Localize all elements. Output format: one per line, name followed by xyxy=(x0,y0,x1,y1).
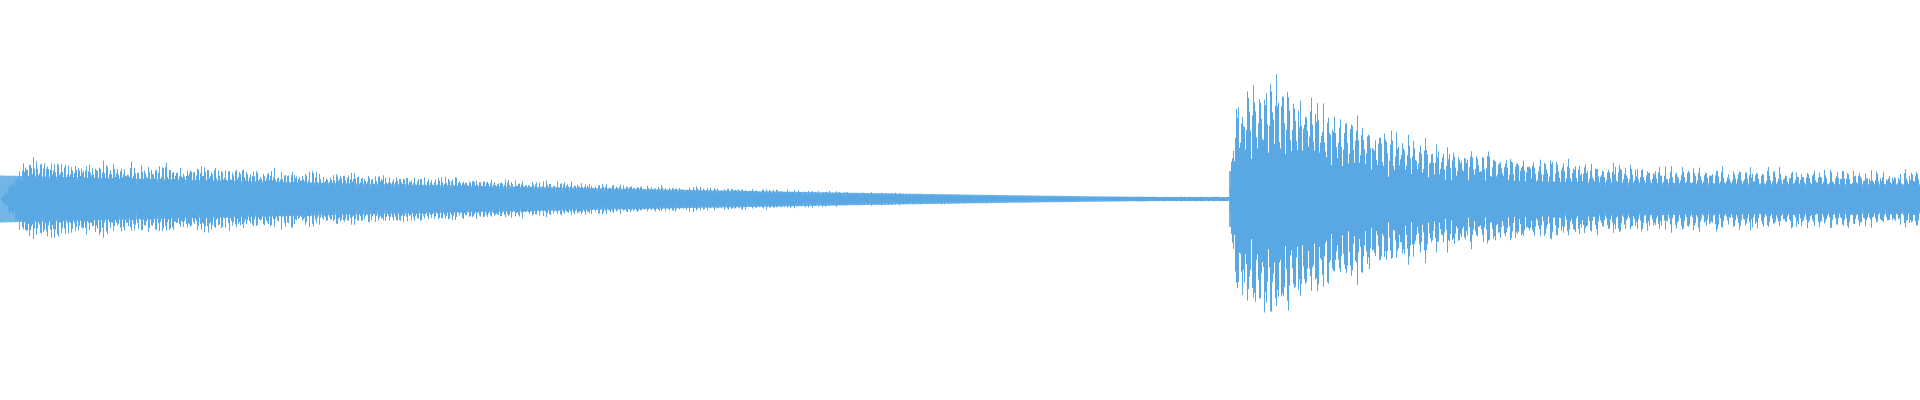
waveform-core xyxy=(0,171,1920,227)
waveform-lines xyxy=(0,74,1920,313)
